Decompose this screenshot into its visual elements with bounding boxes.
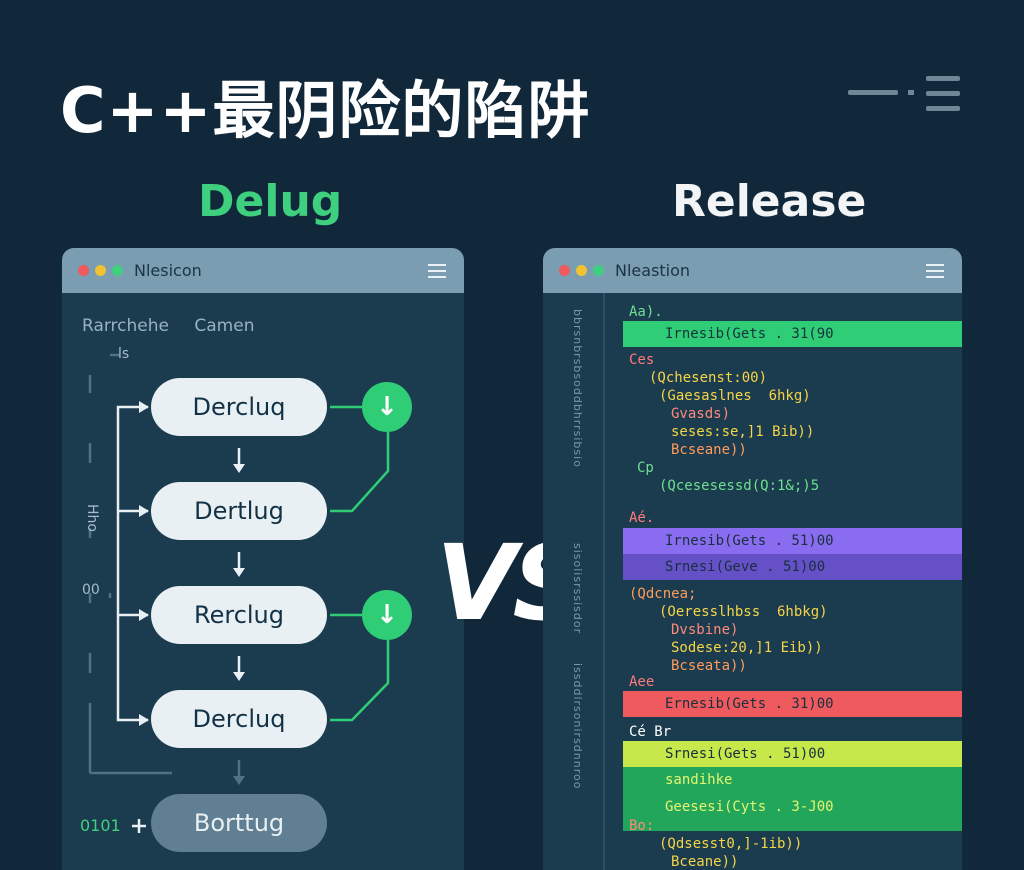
release-window: Nleastion bbrsnbrsbsoddbhrrsibsio sisoli… xyxy=(543,248,962,870)
code-line: (Oeresslhbss 6hbkg) xyxy=(659,604,828,620)
maximize-dot-icon[interactable] xyxy=(593,265,604,276)
line-gutter: bbrsnbrsbsoddbhrrsibsio sisolisrssisdor … xyxy=(543,293,605,870)
code-line: Ernesib(Gets . 31)00 xyxy=(665,696,834,712)
flow-connectors xyxy=(88,353,390,833)
menu-line xyxy=(926,106,960,111)
gutter-text: issddlrsonirsdnnroo xyxy=(571,663,584,790)
code-line: Cé Br xyxy=(629,724,672,740)
code-line: (Gaesaslnes 6hkg) xyxy=(659,388,811,404)
check-down-icon: ↓ xyxy=(362,382,412,432)
code-highlight-band: Srnesi(Geve . 51)00 xyxy=(623,554,962,580)
debug-window-title: Nlesicon xyxy=(134,261,202,280)
subheader-item: Rarrchehe xyxy=(82,316,169,336)
side-label: Hho xyxy=(83,504,100,532)
code-line: Ces xyxy=(629,352,655,368)
code-line: Irnesib(Gets . 31(90 xyxy=(665,326,834,342)
flow-node[interactable]: Rerclug xyxy=(151,586,327,644)
menu-dot xyxy=(908,90,914,95)
code-highlight-band: Irnesib(Gets . 51)00 xyxy=(623,528,962,554)
minimize-dot-icon[interactable] xyxy=(95,265,106,276)
code-line: Irnesib(Gets . 51)00 xyxy=(665,533,834,549)
side-label: ls xyxy=(118,346,130,362)
code-line: Bceane)) xyxy=(671,854,739,870)
code-highlight-band: Srnesi(Gets . 51)00 xyxy=(623,741,962,767)
debug-heading: Delug xyxy=(198,176,343,227)
maximize-dot-icon[interactable] xyxy=(112,265,123,276)
code-line: (Qdsesst0,]-1ib)) xyxy=(659,836,803,852)
release-heading: Release xyxy=(672,176,867,227)
check-down-icon: ↓ xyxy=(362,590,412,640)
code-line: Bcseane)) xyxy=(671,442,747,458)
side-label: 0101 xyxy=(80,816,121,835)
code-line: Srnesi(Geve . 51)00 xyxy=(665,559,826,575)
code-highlight-band: Irnesib(Gets . 31(90 xyxy=(623,321,962,347)
code-line: Srnesi(Gets . 51)00 xyxy=(665,746,826,762)
gutter-text: bbrsnbrsbsoddbhrrsibsio xyxy=(571,309,584,468)
menu-line xyxy=(926,76,960,81)
code-line: (Qcesesessd(Q:1&;)5 xyxy=(659,478,820,494)
flow-node[interactable]: Dercluq xyxy=(151,378,327,436)
debug-window-titlebar: Nlesicon xyxy=(62,248,464,293)
gutter-text: sisolisrssisdor xyxy=(571,543,584,635)
debug-window: Nlesicon Rarrchehe Camen xyxy=(62,248,464,870)
release-window-titlebar: Nleastion xyxy=(543,248,962,293)
code-line: Aé. xyxy=(629,510,655,526)
menu-dash xyxy=(848,90,898,95)
page-title: C++最阴险的陷阱 xyxy=(60,74,591,147)
code-line: sandihke xyxy=(665,772,733,788)
subheader-item: Camen xyxy=(194,316,255,336)
code-line: Aee xyxy=(629,674,655,690)
menu-line xyxy=(926,91,960,96)
code-line: Geesesi(Cyts . 3-J00 xyxy=(665,799,834,815)
code-line: Sodese:20,]1 Eib)) xyxy=(671,640,823,656)
menu-icon[interactable] xyxy=(848,76,960,112)
side-label: 00 xyxy=(82,582,100,598)
code-highlight-band: Ernesib(Gets . 31)00 xyxy=(623,691,962,717)
hamburger-icon[interactable] xyxy=(926,264,944,282)
hamburger-icon[interactable] xyxy=(428,264,446,282)
release-window-title: Nleastion xyxy=(615,261,691,280)
code-line: (Qdcnea; xyxy=(629,586,697,602)
flow-node[interactable]: Dercluq xyxy=(151,690,327,748)
code-highlight-band: sandihke Geesesi(Cyts . 3-J00 xyxy=(623,767,962,831)
flow-node[interactable]: Dertlug xyxy=(151,482,327,540)
minimize-dot-icon[interactable] xyxy=(576,265,587,276)
code-line: Dvsbine) xyxy=(671,622,739,638)
code-line: Cp xyxy=(637,460,654,476)
code-line: Aa). xyxy=(629,304,663,320)
close-dot-icon[interactable] xyxy=(559,265,570,276)
close-dot-icon[interactable] xyxy=(78,265,89,276)
code-line: (Qchesenst:00) xyxy=(649,370,768,386)
code-line: seses:se,]1 Bib)) xyxy=(671,424,815,440)
code-line: Bo: xyxy=(629,818,655,834)
flow-node-final[interactable]: Borttug xyxy=(151,794,327,852)
code-line: Bcseata)) xyxy=(671,658,747,674)
debug-subheader: Rarrchehe Camen xyxy=(82,316,254,336)
code-line: Gvasds) xyxy=(671,406,731,422)
